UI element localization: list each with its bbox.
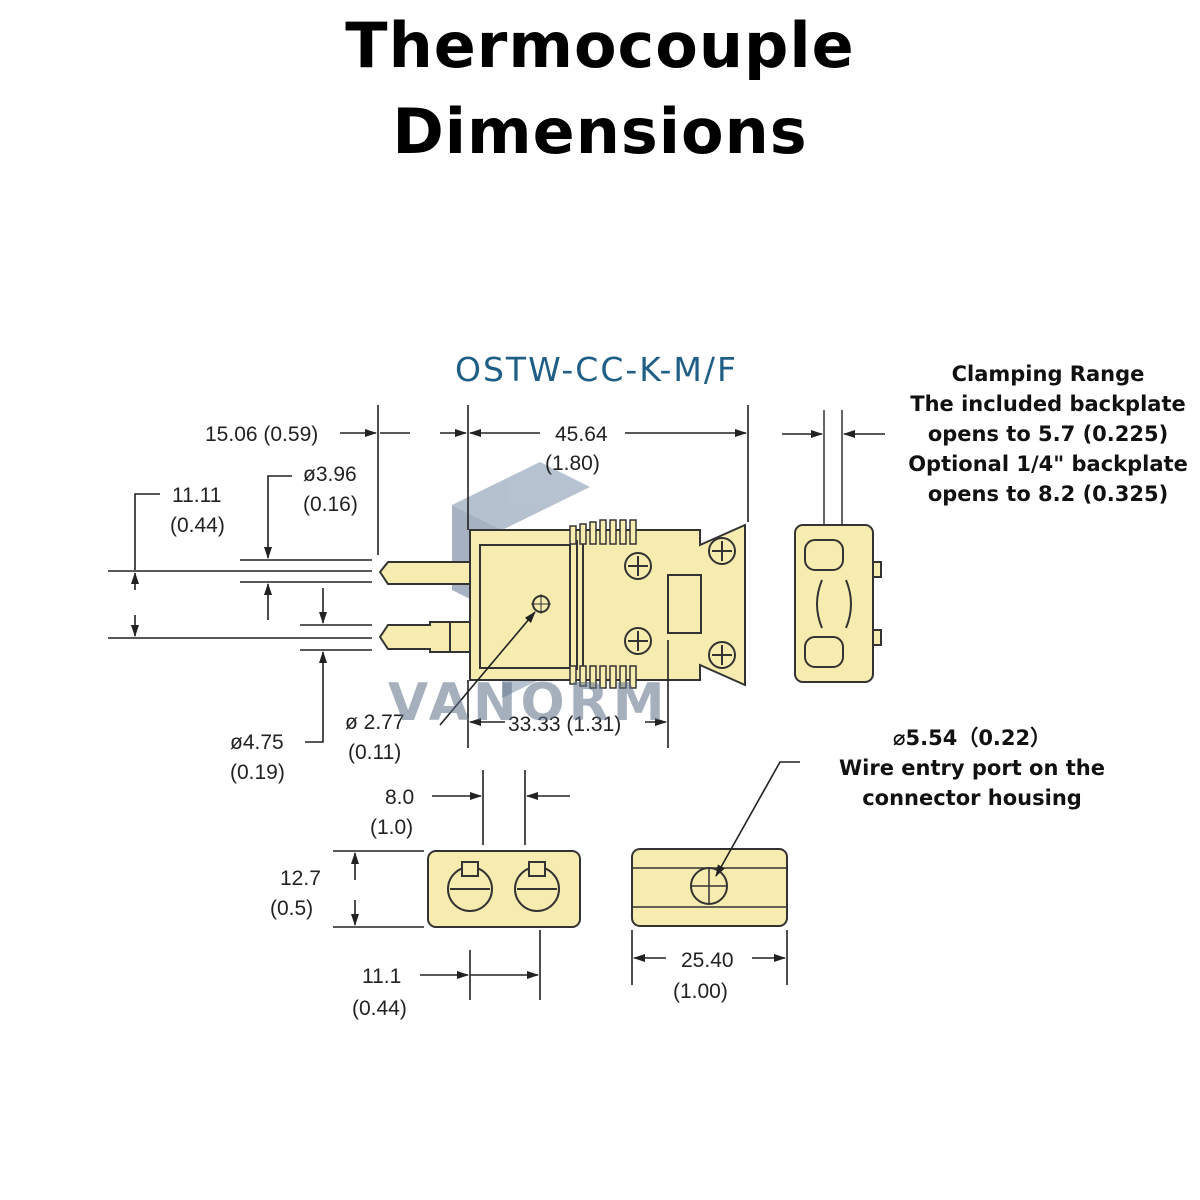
dim-pin-large-dia: ø4.75 <box>230 731 284 754</box>
side-view <box>378 519 746 689</box>
large-pin <box>378 621 451 653</box>
page-title-line1: Thermocouple <box>345 9 855 82</box>
dim-face-height: 12.7 <box>280 867 321 890</box>
watermark-text: VANORM <box>388 673 668 733</box>
wire-entry-note-line1: ⌀5.54（0.22） <box>892 726 1052 750</box>
model-number: OSTW-CC-K-M/F <box>455 350 738 389</box>
dim-body-length-in: (1.80) <box>545 452 600 475</box>
dim-body-length: 45.64 <box>555 423 608 446</box>
wire-entry-note-line3: connector housing <box>862 786 1082 810</box>
page-title-line2: Dimensions <box>392 95 808 168</box>
dim-screw-dia: ø 2.77 <box>345 711 405 734</box>
dim-pin-small-dia-in: (0.16) <box>303 493 358 516</box>
small-pin <box>378 561 471 585</box>
dim-pin-spacing: 11.11 <box>172 484 221 507</box>
clamping-note-line2: The included backplate <box>910 392 1186 416</box>
dim-pin-large-dia-in: (0.19) <box>230 761 285 784</box>
face-view <box>427 850 581 928</box>
screw-heads <box>624 537 736 669</box>
rear-view <box>631 848 788 927</box>
dim-face-gap-in: (1.0) <box>370 816 413 839</box>
dim-pin-small-dia: ø3.96 <box>303 463 357 486</box>
wire-entry-note: ⌀5.54（0.22） Wire entry port on the conne… <box>822 723 1122 813</box>
dim-pin-spacing-in: (0.44) <box>170 514 225 537</box>
dimension-lines <box>108 405 885 1000</box>
connector-body <box>469 523 746 687</box>
dim-face-gap: 8.0 <box>385 786 414 809</box>
dim-face-height-in: (0.5) <box>270 897 313 920</box>
clamping-note-line3: opens to 5.7 (0.225) <box>927 422 1169 446</box>
dim-screw-offset: 33.33 (1.31) <box>508 713 621 736</box>
clamping-note-line1: Clamping Range <box>951 362 1145 386</box>
dim-pin-extension: 15.06 (0.59) <box>205 423 318 446</box>
dim-face-offset: 11.1 <box>362 965 401 988</box>
dim-face-offset-in: (0.44) <box>352 997 407 1020</box>
wire-entry-note-line2: Wire entry port on the <box>839 756 1105 780</box>
dim-rear-width-in: (1.00) <box>673 980 728 1003</box>
dim-rear-width: 25.40 <box>681 949 734 972</box>
clamping-note-line4: Optional 1/4" backplate <box>908 452 1188 476</box>
clamping-range-note: Clamping Range The included backplate op… <box>898 359 1198 509</box>
end-view <box>794 410 882 683</box>
dim-screw-dia-in: (0.11) <box>348 741 401 764</box>
clamping-note-line5: opens to 8.2 (0.325) <box>927 482 1169 506</box>
